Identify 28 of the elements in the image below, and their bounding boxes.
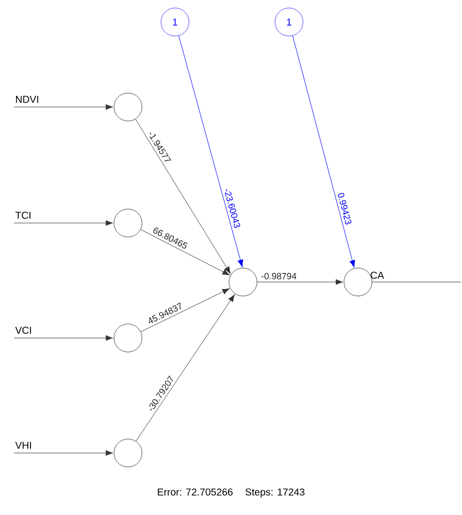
- input-label: TCI: [15, 212, 30, 219]
- input-label: NDVI: [16, 96, 38, 103]
- footer-text: Error: 72.705266: [158, 488, 233, 496]
- arrow: [178, 35, 244, 268]
- arrow: [292, 35, 356, 268]
- footer-text: Steps: 17243: [246, 488, 304, 498]
- input-label: VCI: [15, 326, 31, 334]
- edge-label: 0.99423: [336, 190, 354, 226]
- arrow: [14, 335, 114, 341]
- arrow: [140, 288, 230, 332]
- arrow: [14, 220, 114, 226]
- node-label: CA: [370, 272, 384, 279]
- arrow: [140, 229, 230, 276]
- neuron-circle: [114, 208, 142, 238]
- neuron-circle: [114, 438, 142, 468]
- arrow: [136, 294, 235, 442]
- neuron-circle: [228, 268, 258, 296]
- arrow: [14, 104, 114, 110]
- arrow: [135, 118, 231, 274]
- bias-node: 1: [160, 8, 190, 36]
- arrow: [256, 279, 344, 285]
- neuron-circle: [114, 92, 142, 122]
- input-label: VHI: [15, 442, 31, 449]
- neuron-circle: [114, 324, 142, 352]
- edge-label: -0.98794: [260, 272, 298, 280]
- arrow: [14, 450, 114, 456]
- neuron-circle: [344, 268, 372, 296]
- bias-node: 1: [274, 8, 304, 36]
